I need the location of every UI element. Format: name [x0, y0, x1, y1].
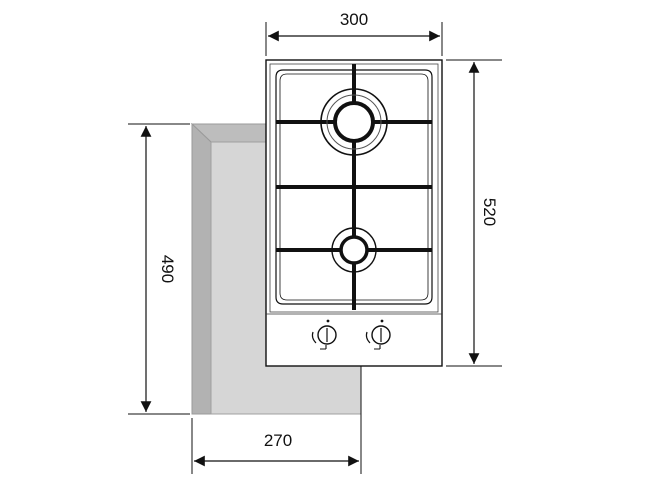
control-knob-left: [311, 319, 337, 350]
small-burner-ring-outer: [331, 227, 377, 273]
grate-frame-outer: [275, 69, 433, 305]
knob-left-flame-symbol: [311, 331, 317, 344]
small-burner-cap: [339, 235, 369, 265]
large-burner: [320, 88, 388, 156]
dimension-label-top-width: 300: [340, 10, 368, 29]
large-burner-ring-outer: [320, 88, 388, 156]
dimension-left-height: 490: [128, 123, 190, 415]
dimension-label-right-height: 520: [480, 198, 499, 226]
knob-right-mark: [374, 345, 381, 350]
large-burner-cap: [333, 101, 375, 143]
grate-frame-inner: [279, 73, 429, 301]
cutout-side-edge: [191, 122, 212, 415]
dimension-label-bottom-width: 270: [264, 431, 292, 450]
small-burner: [331, 227, 377, 273]
dimension-top-width: 300: [265, 10, 443, 56]
dimension-right-height: 520: [446, 59, 502, 367]
knob-right-flame-symbol: [365, 331, 371, 344]
knob-right-dot: [380, 319, 384, 323]
knob-left-mark: [320, 345, 327, 350]
knob-left-dot: [326, 319, 330, 323]
dimension-label-left-height: 490: [158, 255, 177, 283]
large-burner-ring-mid: [326, 94, 382, 150]
hob: [265, 59, 443, 367]
control-knob-right: [365, 319, 391, 350]
dimension-bottom-width: 270: [191, 366, 362, 474]
